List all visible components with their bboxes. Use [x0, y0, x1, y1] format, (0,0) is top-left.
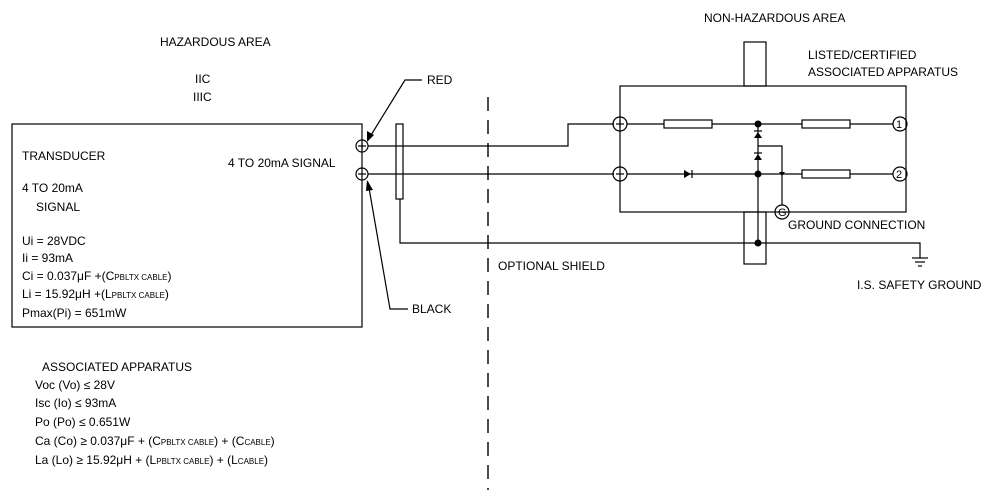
transducer-box	[11, 123, 363, 328]
aa-voc: Voc (Vo) ≤ 28V	[35, 378, 115, 392]
resistor-top-1	[663, 119, 713, 129]
terminal-2-label: 2	[896, 169, 902, 181]
ground-terminal-label: G	[778, 207, 787, 219]
red-wire-label: RED	[427, 73, 453, 87]
gas-group-iiic: IIIC	[193, 90, 212, 104]
black-wire-label: BLACK	[412, 302, 451, 316]
aa-params-title: ASSOCIATED APPARATUS	[42, 360, 192, 374]
shield-wire	[399, 199, 921, 258]
aa-la: La (Lo) ≥ 15.92μH + (LPBLTX CABLE) + (LC…	[35, 453, 268, 467]
transducer-signal-line1: 4 TO 20mA	[22, 181, 83, 195]
aa-isc: Isc (Io) ≤ 93mA	[35, 396, 116, 410]
barrier-bottom-block	[743, 211, 767, 265]
transducer-title: TRANSDUCER	[22, 149, 106, 163]
black-leader	[367, 181, 408, 310]
aa-ca: Ca (Co) ≥ 0.037μF + (CPBLTX CABLE) + (CC…	[35, 434, 275, 448]
transducer-li: Li = 15.92μH +(LPBLTX CABLE)	[22, 287, 169, 301]
cable-shield-clamp	[395, 123, 404, 200]
associated-apparatus-box	[619, 85, 907, 213]
aa-po: Po (Po) ≤ 0.651W	[35, 415, 131, 429]
ground-connection-label: GROUND CONNECTION	[788, 218, 925, 232]
plus-wire	[368, 123, 614, 147]
transducer-pmax: Pmax(Pi) = 651mW	[22, 306, 127, 320]
transducer-signal-line2: SIGNAL	[36, 200, 80, 214]
signal-label: 4 TO 20mA SIGNAL	[228, 156, 336, 170]
series-diode	[684, 170, 691, 178]
safety-ground-label: I.S. SAFETY GROUND	[857, 278, 982, 292]
zener-diode-2	[754, 154, 762, 160]
listed-certified-label: LISTED/CERTIFIED	[808, 48, 917, 62]
ground-terminal	[774, 204, 790, 220]
red-leader	[367, 79, 422, 141]
transducer-ii: Ii = 93mA	[22, 251, 73, 265]
barrier-top-block	[743, 41, 767, 87]
transducer-ci: Ci = 0.037μF +(CPBLTX CABLE)	[22, 269, 172, 283]
non-hazardous-area-label: NON-HAZARDOUS AREA	[704, 11, 845, 25]
hazardous-area-label: HAZARDOUS AREA	[160, 35, 271, 49]
associated-apparatus-label: ASSOCIATED APPARATUS	[808, 65, 958, 79]
resistor-top-2	[801, 119, 851, 129]
gas-group-iic: IIC	[195, 72, 211, 86]
optional-shield-label: OPTIONAL SHIELD	[498, 259, 605, 273]
transducer-ui: Ui = 28VDC	[22, 234, 86, 248]
terminal-1-label: 1	[896, 119, 902, 131]
resistor-bottom	[801, 169, 851, 179]
zener-diode-1	[754, 132, 762, 138]
